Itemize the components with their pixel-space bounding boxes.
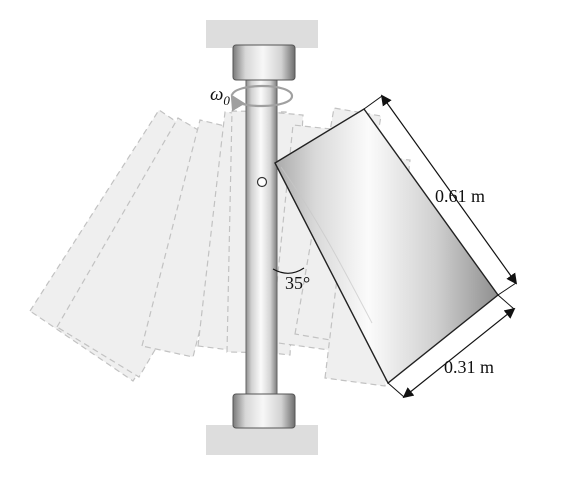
length-extension-bottom: [497, 282, 517, 296]
top-bearing: [232, 44, 296, 81]
length-extension-top: [363, 95, 383, 110]
rotation-arrow-icon: [230, 84, 294, 112]
vertical-shaft: [245, 79, 278, 399]
ceiling-support: [206, 20, 318, 48]
width-dimension-arrow: [402, 307, 516, 399]
plate-highlight: [280, 166, 373, 324]
length-dimension-arrow: [380, 94, 518, 285]
angle-arc: [272, 267, 305, 274]
omega-label: ω0: [210, 84, 230, 108]
pivot-point: [256, 176, 268, 188]
angle-label: 35°: [285, 273, 310, 293]
width-extension-right: [497, 294, 515, 310]
bottom-bearing: [232, 393, 296, 429]
width-label: 0.31 m: [444, 357, 494, 377]
floor-support: [206, 425, 318, 455]
length-label: 0.61 m: [435, 186, 485, 206]
width-extension-left: [387, 382, 405, 398]
